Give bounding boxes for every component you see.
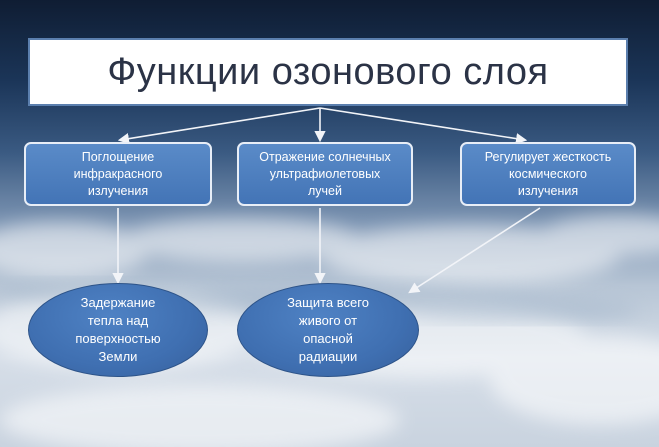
arrow-title-to-func1 [117, 107, 321, 145]
function-box-2: Отражение солнечных ультрафиолетовых луч… [237, 142, 413, 206]
arrow-func3-to-result2 [408, 207, 541, 294]
result-ellipse-1: Задержание тепла над поверхностью Земли [28, 283, 208, 377]
title-box: Функции озонового слоя [28, 38, 628, 106]
arrow-title-to-func3 [319, 107, 528, 145]
diagram-title: Функции озонового слоя [107, 50, 549, 93]
function-box-1: Поглощение инфракрасного излучения [24, 142, 212, 206]
function-box-3: Регулирует жесткость космического излуче… [460, 142, 636, 206]
result-ellipse-2: Защита всего живого от опасной радиации [237, 283, 419, 377]
